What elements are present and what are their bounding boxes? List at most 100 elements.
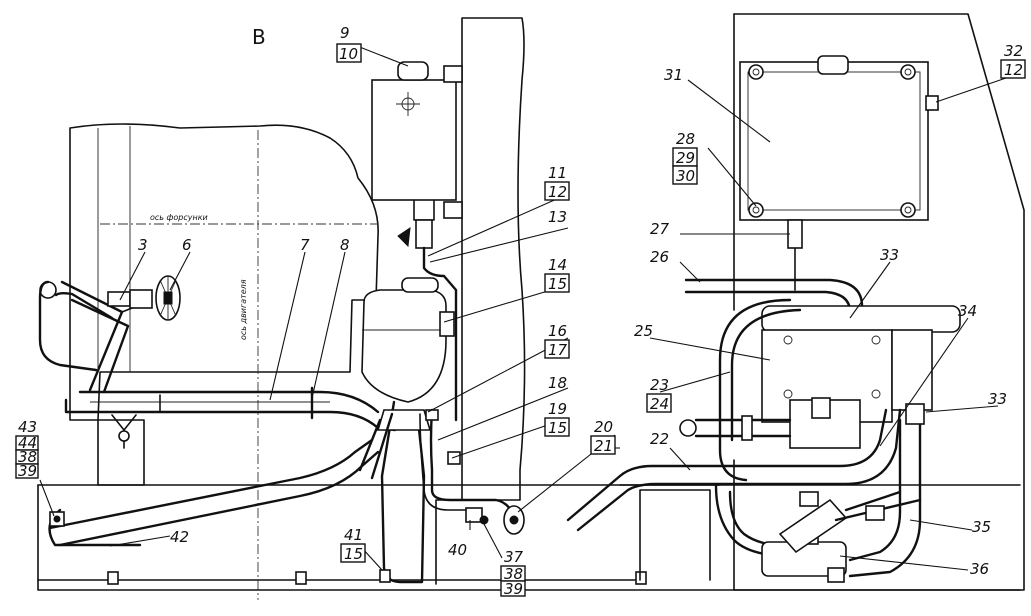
- floor-line-2: [37, 484, 1021, 591]
- pipe-42: [48, 438, 374, 530]
- callout-8: 8: [340, 236, 350, 254]
- heater-bolts: [783, 335, 881, 399]
- callout-15b: 15: [548, 419, 567, 437]
- drain-20-inner: [509, 515, 519, 525]
- tap-11-body: [415, 219, 433, 249]
- clip-19: [447, 451, 461, 465]
- callout-20: 20: [594, 418, 613, 436]
- radiator-31: [739, 61, 929, 221]
- fitting-40: [465, 507, 483, 523]
- pipe-7: [64, 398, 397, 432]
- pipe-7-upper: [78, 390, 380, 414]
- callout-24: 24: [650, 395, 669, 413]
- fitting-43-nut: [53, 515, 61, 523]
- tank-9: [371, 79, 457, 201]
- callout-7: 7: [300, 236, 310, 254]
- pipe-23: [718, 298, 792, 482]
- callout-44: 44: [18, 434, 37, 452]
- pump-34-nut: [799, 491, 819, 507]
- callout-14: 14: [548, 256, 567, 274]
- callout-29: 29: [676, 149, 695, 167]
- callout-3: 3: [138, 236, 148, 254]
- callout-28: 28: [676, 130, 695, 148]
- filter-14-clamp: [439, 311, 455, 337]
- callout-12a: 12: [548, 183, 567, 201]
- line-16-19-b: [419, 413, 469, 511]
- callout-35: 35: [972, 518, 991, 536]
- callout-12b: 12: [1004, 61, 1023, 79]
- pipe-22: [566, 408, 888, 522]
- callout-11: 11: [548, 164, 567, 182]
- bulkhead-panel: [461, 17, 526, 501]
- valve-3-body: [129, 289, 153, 309]
- tap-27: [787, 219, 803, 249]
- callout-31: 31: [664, 66, 683, 84]
- heater-25-side: [891, 329, 933, 411]
- floor-stud-1: [107, 571, 119, 585]
- plug-32: [925, 95, 939, 111]
- tank-9-cap: [397, 61, 429, 81]
- callout-26: 26: [650, 248, 669, 266]
- callout-42: 42: [170, 528, 189, 546]
- callout-22: 22: [650, 430, 669, 448]
- callout-15a: 15: [548, 275, 567, 293]
- callout-38a: 38: [504, 565, 523, 583]
- pipe-24: [730, 308, 802, 442]
- engine-outline: [69, 123, 379, 421]
- callout-37: 37: [504, 548, 524, 566]
- pipe-lower-loop-2: [728, 490, 792, 548]
- support-bracket: [97, 419, 145, 486]
- fitting-33b: [905, 403, 925, 425]
- callout-25: 25: [634, 322, 653, 340]
- callout-39b: 39: [18, 462, 37, 480]
- callout-41: 41: [344, 526, 363, 544]
- pipe-42-lower: [58, 450, 380, 547]
- callouts: В 3 6 7 8 9 10 11 12 13 14 15 16 17 18 1…: [15, 24, 1026, 598]
- floor-bracket-center: [435, 499, 463, 585]
- callout-13: 13: [548, 208, 567, 226]
- callout-10: 10: [339, 45, 358, 63]
- callout-43: 43: [18, 418, 37, 436]
- filter-14-body: [361, 289, 447, 403]
- tap-11: [413, 199, 435, 221]
- axis-label-wheel: ось форсунки: [150, 213, 208, 222]
- pipe-22-lower: [576, 408, 902, 532]
- tank-9-bracket-top: [443, 65, 463, 83]
- pipe-heater-clamp: [741, 415, 753, 441]
- callout-15c: 15: [344, 545, 363, 563]
- right-panel-outline: [733, 13, 1025, 591]
- callout-33b: 33: [988, 390, 1007, 408]
- callout-40: 40: [448, 541, 467, 559]
- callout-34: 34: [958, 302, 977, 320]
- tap-11-handle: [397, 226, 411, 248]
- pipe-loop-left: [38, 280, 98, 372]
- callout-18: 18: [548, 374, 567, 392]
- floor-stud-2: [295, 571, 307, 585]
- radiator-31-cap: [817, 55, 849, 75]
- radiator-bolts: [748, 64, 916, 218]
- callout-38b: 38: [18, 448, 37, 466]
- callout-9: 9: [340, 24, 350, 42]
- leader-lines: [39, 43, 1007, 571]
- support-nut: [118, 430, 130, 442]
- pipe-35: [848, 418, 902, 562]
- filter-36-bottom: [827, 567, 845, 583]
- callout-16: 16: [548, 322, 567, 340]
- line-13: [422, 246, 458, 422]
- axis-label-vertical: ось двигателя: [239, 279, 248, 340]
- callout-21: 21: [594, 437, 613, 455]
- center-assembly: [358, 17, 526, 585]
- view-label: В: [252, 25, 266, 49]
- callout-30: 30: [676, 167, 695, 185]
- pump-34-end: [865, 505, 885, 521]
- floor-stud-3: [635, 571, 647, 585]
- left-assembly: ось форсунки ось двигателя: [37, 123, 1021, 600]
- pipe-loop-left-inner: [54, 292, 114, 320]
- fitting-40-nut: [479, 515, 489, 525]
- pipe-outlet-ring: [376, 409, 432, 431]
- heater-pump-detail: [811, 397, 831, 419]
- callout-23: 23: [650, 376, 669, 394]
- callout-32: 32: [1004, 42, 1023, 60]
- callout-17: 17: [548, 341, 568, 359]
